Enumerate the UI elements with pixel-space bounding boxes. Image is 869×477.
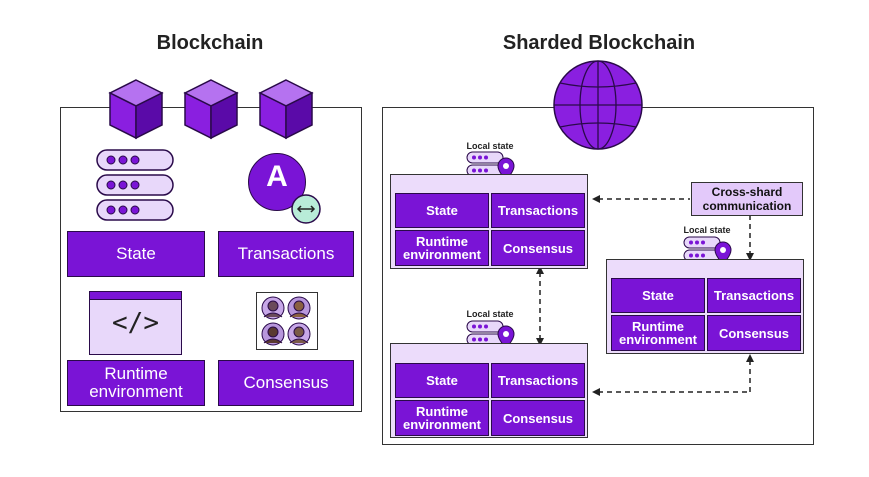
code-glyph: </> bbox=[112, 308, 159, 338]
cross-shard-communication-box: Cross-shard communication bbox=[691, 182, 803, 216]
sharded-blockchain-title: Sharded Blockchain bbox=[502, 32, 696, 54]
state-box: State bbox=[67, 231, 205, 277]
shard-runtime-box: Runtime environment bbox=[395, 400, 489, 436]
server-icon bbox=[96, 149, 174, 221]
shard-consensus-box: Consensus bbox=[491, 230, 585, 266]
globe-icon bbox=[553, 60, 643, 150]
transactions-box: Transactions bbox=[218, 231, 354, 277]
blockchain-title: Blockchain bbox=[156, 32, 264, 54]
code-window-icon bbox=[89, 291, 182, 355]
swap-arrows-icon bbox=[291, 194, 321, 224]
local-state-label: Local state bbox=[466, 141, 514, 151]
shard-runtime-box: Runtime environment bbox=[611, 315, 705, 351]
shard-transactions-box: Transactions bbox=[707, 278, 801, 313]
runtime-environment-box: Runtime environment bbox=[67, 360, 205, 406]
consensus-box: Consensus bbox=[218, 360, 354, 406]
local-state-label: Local state bbox=[466, 309, 514, 319]
shard-consensus-box: Consensus bbox=[707, 315, 801, 351]
shard-state-box: State bbox=[611, 278, 705, 313]
cube-icon bbox=[183, 79, 239, 140]
shard-runtime-box: Runtime environment bbox=[395, 230, 489, 266]
shard-transactions-box: Transactions bbox=[491, 363, 585, 398]
local-state-label: Local state bbox=[683, 225, 731, 235]
cube-icon bbox=[108, 79, 164, 140]
people-faces bbox=[261, 296, 311, 346]
shard-state-box: State bbox=[395, 193, 489, 228]
shard-transactions-box: Transactions bbox=[491, 193, 585, 228]
cube-icon bbox=[258, 79, 314, 140]
shard-consensus-box: Consensus bbox=[491, 400, 585, 436]
token-glyph: A bbox=[266, 160, 288, 193]
shard-state-box: State bbox=[395, 363, 489, 398]
